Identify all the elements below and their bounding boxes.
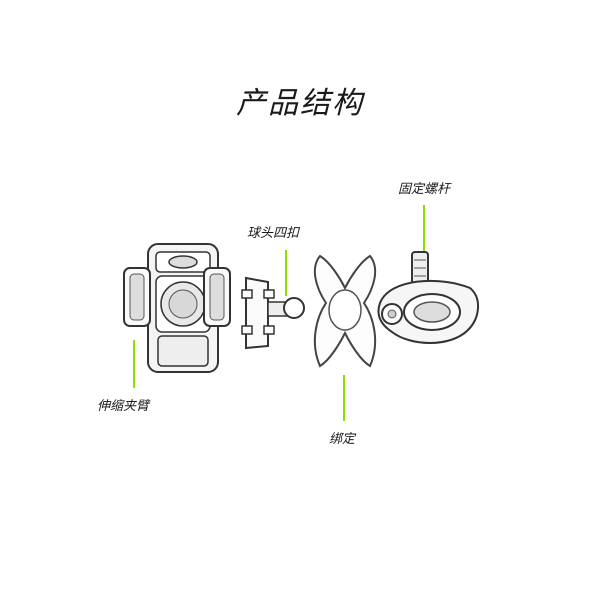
leader-line-screw	[423, 205, 425, 251]
label-arm: 伸缩夹臂	[97, 399, 150, 414]
phone-holder-illustration	[123, 243, 231, 373]
ball-clip-illustration	[241, 276, 305, 350]
label-screw: 固定螺杆	[398, 182, 451, 197]
label-strap: 绑定	[329, 432, 356, 447]
label-ball-clip: 球头四扣	[247, 226, 300, 241]
leader-line-strap	[343, 375, 345, 421]
page-title: 产品结构	[236, 86, 364, 121]
handlebar-clamp-illustration	[377, 251, 479, 344]
leader-line-arm	[133, 340, 135, 388]
strap-illustration	[313, 254, 377, 368]
leader-line-ball-clip	[285, 250, 287, 296]
